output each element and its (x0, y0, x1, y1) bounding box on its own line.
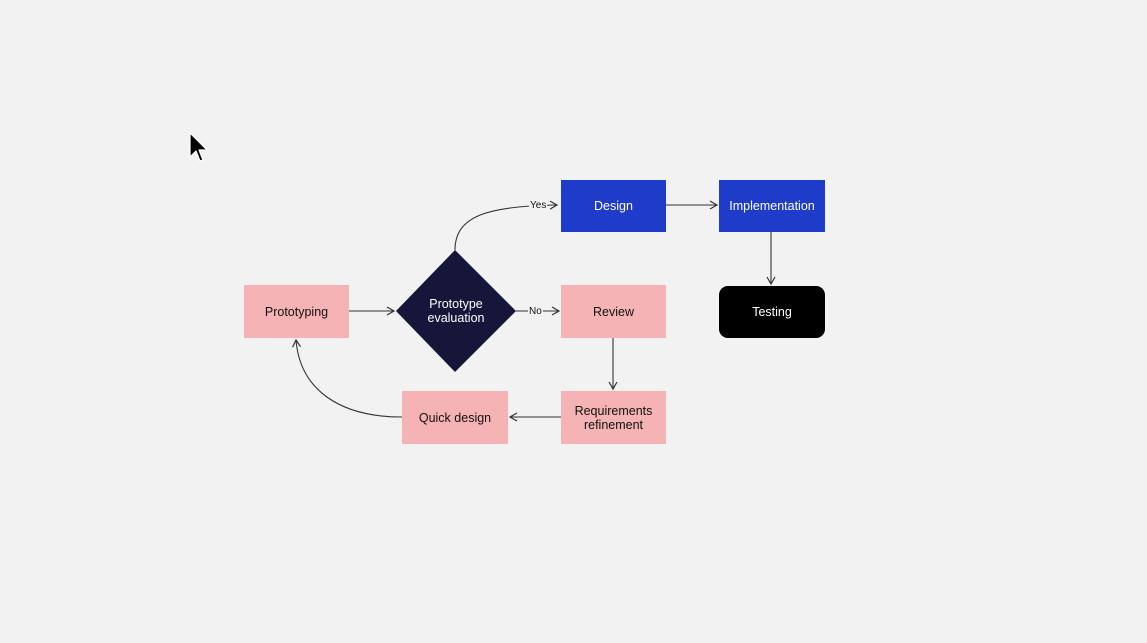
mouse-cursor-icon (189, 132, 208, 162)
edge-evaluation-to-design (454, 200, 559, 251)
edge-quick-design-to-prototyping (292, 338, 403, 418)
node-review[interactable]: Review (561, 285, 666, 338)
edge-label-yes: Yes (529, 200, 548, 211)
node-design-label: Design (594, 199, 633, 213)
node-quick-design-label: Quick design (418, 410, 492, 425)
node-prototyping-label: Prototyping (264, 304, 329, 319)
node-testing[interactable]: Testing (719, 286, 825, 338)
node-design[interactable]: Design (561, 180, 666, 232)
node-requirements-refinement-label: Requirements refinement (574, 403, 653, 432)
node-prototype-evaluation-label: Prototype evaluation (427, 297, 485, 325)
edge-label-no: No (528, 306, 543, 317)
node-prototype-evaluation[interactable]: Prototype evaluation (396, 250, 516, 372)
node-quick-design[interactable]: Quick design (402, 391, 508, 444)
decision-diamond[interactable] (396, 250, 516, 372)
node-review-label: Review (593, 304, 634, 319)
node-testing-label: Testing (752, 305, 792, 319)
node-prototyping[interactable]: Prototyping (244, 285, 349, 338)
node-implementation[interactable]: Implementation (719, 180, 825, 232)
node-implementation-label: Implementation (729, 199, 815, 213)
node-requirements-refinement[interactable]: Requirements refinement (561, 391, 666, 444)
